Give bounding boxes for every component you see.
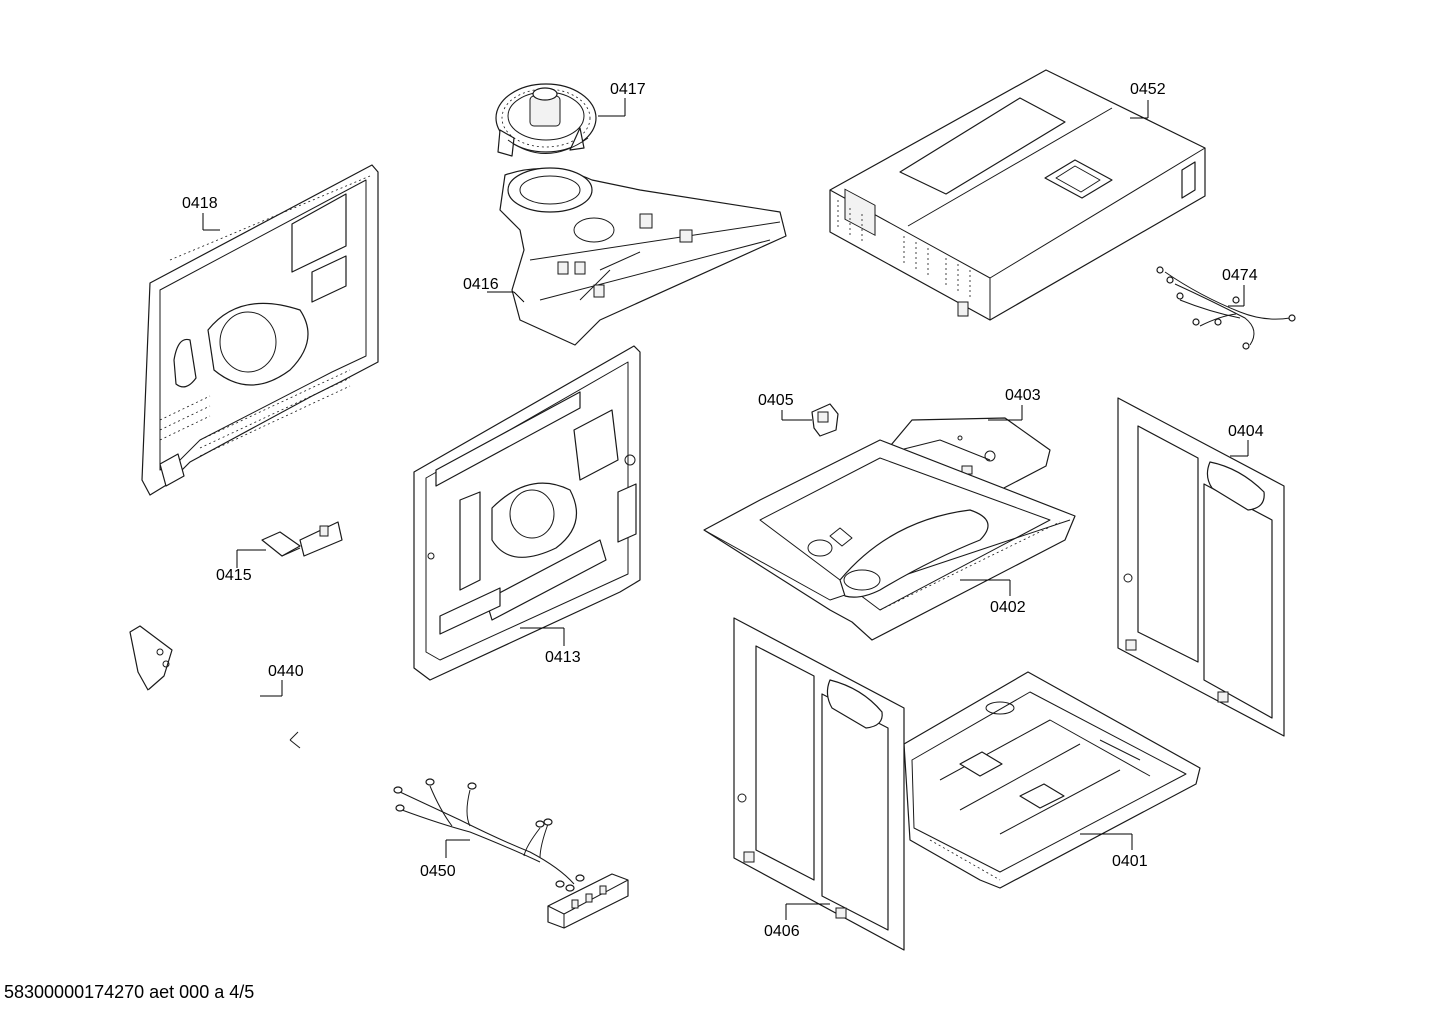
label-0418: 0418 xyxy=(182,195,218,212)
part-0404-side-wall-right[interactable] xyxy=(1117,397,1285,737)
part-0413-rear-wall[interactable] xyxy=(413,345,641,681)
part-0405-thermostat[interactable] xyxy=(811,403,839,437)
label-0452: 0452 xyxy=(1130,81,1166,98)
label-0406: 0406 xyxy=(764,923,800,940)
label-0413: 0413 xyxy=(545,649,581,666)
label-0404: 0404 xyxy=(1228,423,1264,440)
part-0406-side-wall-left[interactable] xyxy=(733,617,905,951)
label-0417: 0417 xyxy=(610,81,646,98)
part-0440-power-cord[interactable] xyxy=(129,625,301,786)
part-0474-wiring-harness[interactable] xyxy=(1156,266,1296,350)
part-0452-top-cover[interactable] xyxy=(829,69,1206,321)
label-0402: 0402 xyxy=(990,599,1026,616)
label-0415: 0415 xyxy=(216,567,252,584)
label-0416: 0416 xyxy=(463,276,499,293)
part-0402-top-plate[interactable] xyxy=(703,439,1076,641)
part-0416-air-duct[interactable] xyxy=(499,167,787,346)
label-0403: 0403 xyxy=(1005,387,1041,404)
label-0474: 0474 xyxy=(1222,267,1258,284)
part-0418-rear-panel[interactable] xyxy=(141,164,379,496)
part-0450-cable-loom[interactable] xyxy=(393,778,629,929)
label-0440: 0440 xyxy=(268,663,304,680)
part-0415-door-switch[interactable] xyxy=(261,521,343,557)
label-0450: 0450 xyxy=(420,863,456,880)
label-0405: 0405 xyxy=(758,392,794,409)
leader-0416-b xyxy=(513,291,525,303)
part-0401-base-frame[interactable] xyxy=(903,671,1201,889)
part-0417-fan-motor[interactable] xyxy=(495,83,597,157)
drawing-number: 58300000174270 aet 000 a 4/5 xyxy=(4,982,255,1002)
label-0401: 0401 xyxy=(1112,853,1148,870)
